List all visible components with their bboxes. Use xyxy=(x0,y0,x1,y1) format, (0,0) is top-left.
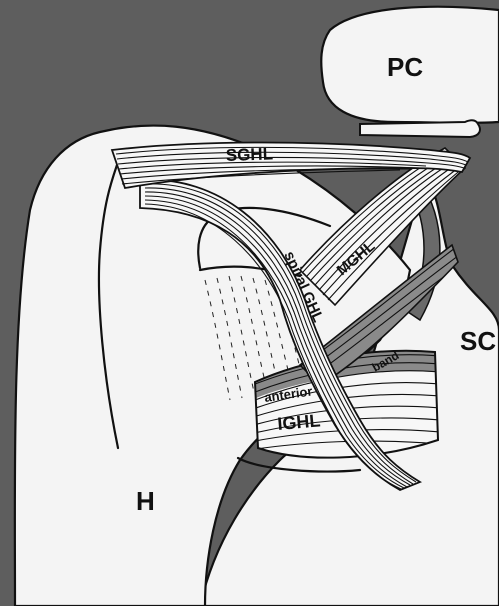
label-h: H xyxy=(136,486,155,516)
label-ighl: IGHL xyxy=(277,410,322,434)
label-pc: PC xyxy=(387,52,423,82)
label-sc: SC xyxy=(460,326,496,356)
coracoid-base xyxy=(360,120,480,137)
label-sghl: SGHL xyxy=(225,144,273,165)
